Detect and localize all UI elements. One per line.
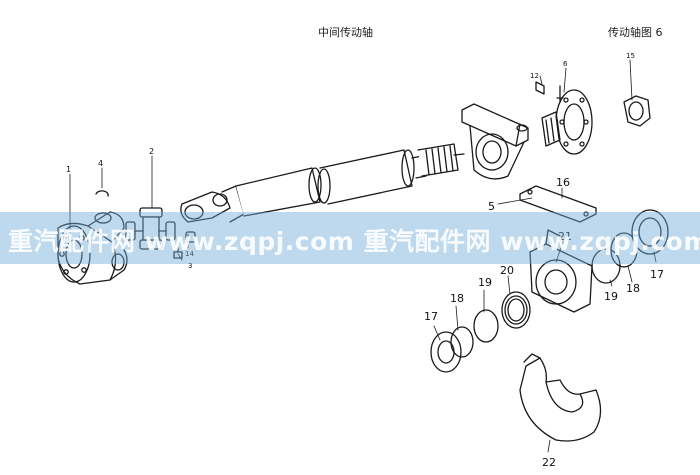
splined-stub [417,143,465,177]
circlip [95,190,109,197]
callout-22: 22 [542,456,556,469]
propeller-shaft-tube [235,149,427,217]
callout-21: 21 [558,230,572,243]
callout-12: 12 [530,72,539,80]
callout-15: 15 [626,52,635,60]
grease-nipple [173,247,183,259]
oil-seal-left-17 [430,331,462,373]
companion-flange [541,89,593,155]
dust-ring-left-18 [450,326,474,358]
universal-joint-cross [125,207,176,250]
slip-yoke [180,185,245,223]
callout-4: 4 [98,159,103,168]
callout-17-right: 17 [650,268,664,281]
callout-6: 6 [563,60,568,68]
bearing-housing [529,229,593,313]
callout-3: 3 [188,262,192,270]
callout-20: 20 [500,264,514,277]
ball-bearing-20 [501,291,531,329]
flange-yoke [57,211,128,285]
callout-14: 14 [185,250,194,258]
callout-18-right: 18 [626,282,640,295]
callout-2: 2 [149,147,154,156]
oil-seal-right-17 [631,209,669,255]
seal-ring-left-19 [473,309,499,343]
leader-lines [69,59,657,453]
dust-ring-right-18 [610,232,638,268]
callout-5: 5 [488,200,495,213]
hex-nut [623,95,651,127]
callout-19-right: 19 [604,290,618,303]
lock-washer [535,81,545,95]
center-bearing-bracket-assembled [461,103,529,180]
watermark-text: 重汽配件网 www.zqpj.com 重汽配件网 www.zqpj.com [8,227,700,256]
callout-1: 1 [66,165,71,174]
right-title: 传动轴图 6 [608,26,663,39]
watermark-band [0,212,700,264]
callout-19-left: 19 [478,276,492,289]
callout-16: 16 [556,176,570,189]
callout-18-left: 18 [450,292,464,305]
u-bracket [519,353,602,442]
center-title: 中间传动轴 [318,26,373,39]
callout-17-left: 17 [424,310,438,323]
bolt [556,85,564,103]
